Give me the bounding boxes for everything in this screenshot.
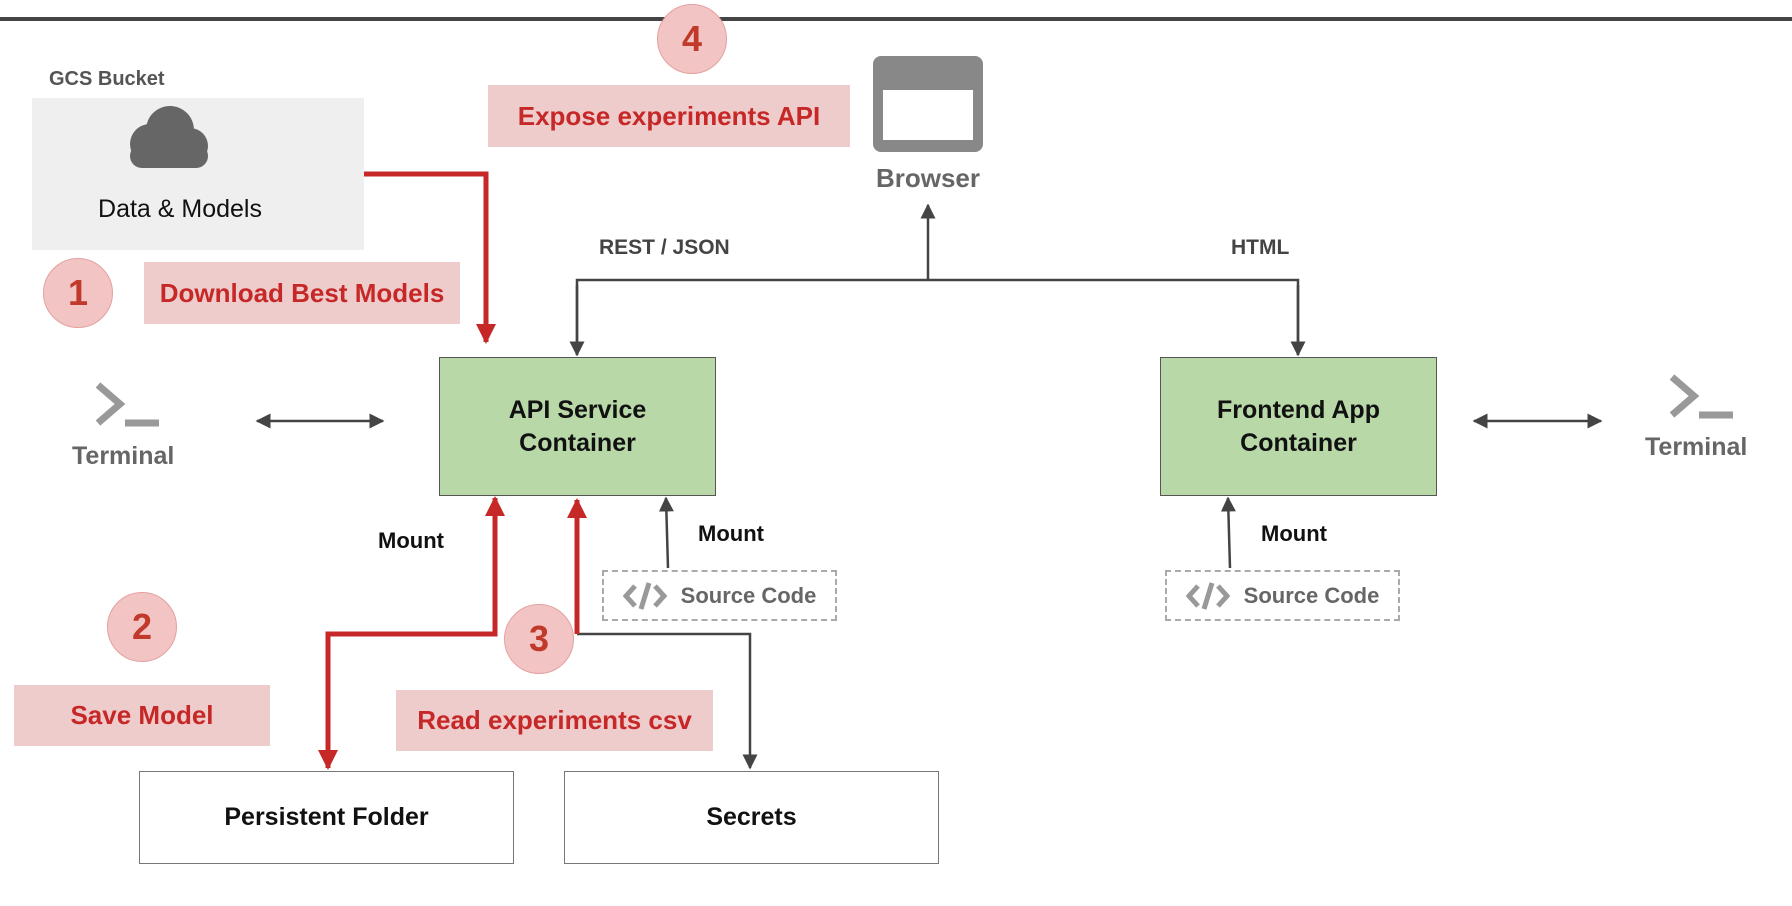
api-source-mount-arrow (658, 496, 674, 569)
step-2-badge: 2 (107, 592, 177, 662)
secrets-store: Secrets (564, 771, 939, 864)
terminal-left-label: Terminal (72, 442, 175, 470)
persistent-mount-label: Mount (378, 528, 444, 553)
step-4-label: Expose experiments API (488, 85, 850, 147)
step-4-badge: 4 (657, 4, 727, 74)
secrets-mount-arrow (577, 632, 758, 770)
step-1-badge: 1 (43, 258, 113, 328)
frontend-source-mount-arrow (1220, 496, 1236, 569)
download-models-flow (364, 171, 496, 344)
browser-window-icon (873, 56, 983, 152)
terminal-prompt-icon (95, 382, 159, 427)
gcs-bucket (32, 98, 364, 250)
frontend-source-code: Source Code (1165, 570, 1400, 621)
html-label: HTML (1231, 236, 1290, 259)
step-1-label: Download Best Models (144, 262, 460, 324)
frontend-app-container: Frontend App Container (1160, 357, 1437, 496)
step-2-label: Save Model (14, 685, 270, 746)
gcs-bucket-title: GCS Bucket (49, 68, 165, 90)
frontend-source-code-label: Source Code (1243, 582, 1380, 608)
top-divider (0, 17, 1792, 21)
save-model-flow (318, 496, 505, 770)
browser-label: Browser (875, 163, 981, 193)
step-3-label: Read experiments csv (396, 690, 713, 751)
api-source-mount-label: Mount (698, 521, 764, 546)
api-source-code-label: Source Code (680, 582, 817, 608)
step-3-badge: 3 (504, 604, 574, 674)
api-service-container: API Service Container (439, 357, 716, 496)
code-brackets-icon (1185, 581, 1230, 610)
terminal-right-label: Terminal (1645, 433, 1748, 461)
frontend-source-mount-label: Mount (1261, 521, 1327, 546)
rest-json-label: REST / JSON (599, 236, 730, 259)
terminal-prompt-icon (1669, 374, 1733, 419)
api-source-code: Source Code (602, 570, 837, 621)
persistent-folder: Persistent Folder (139, 771, 514, 864)
gcs-bucket-caption: Data & Models (98, 195, 262, 223)
cloud-icon (130, 106, 208, 168)
code-brackets-icon (622, 581, 667, 610)
browser-link-line (575, 278, 1300, 355)
